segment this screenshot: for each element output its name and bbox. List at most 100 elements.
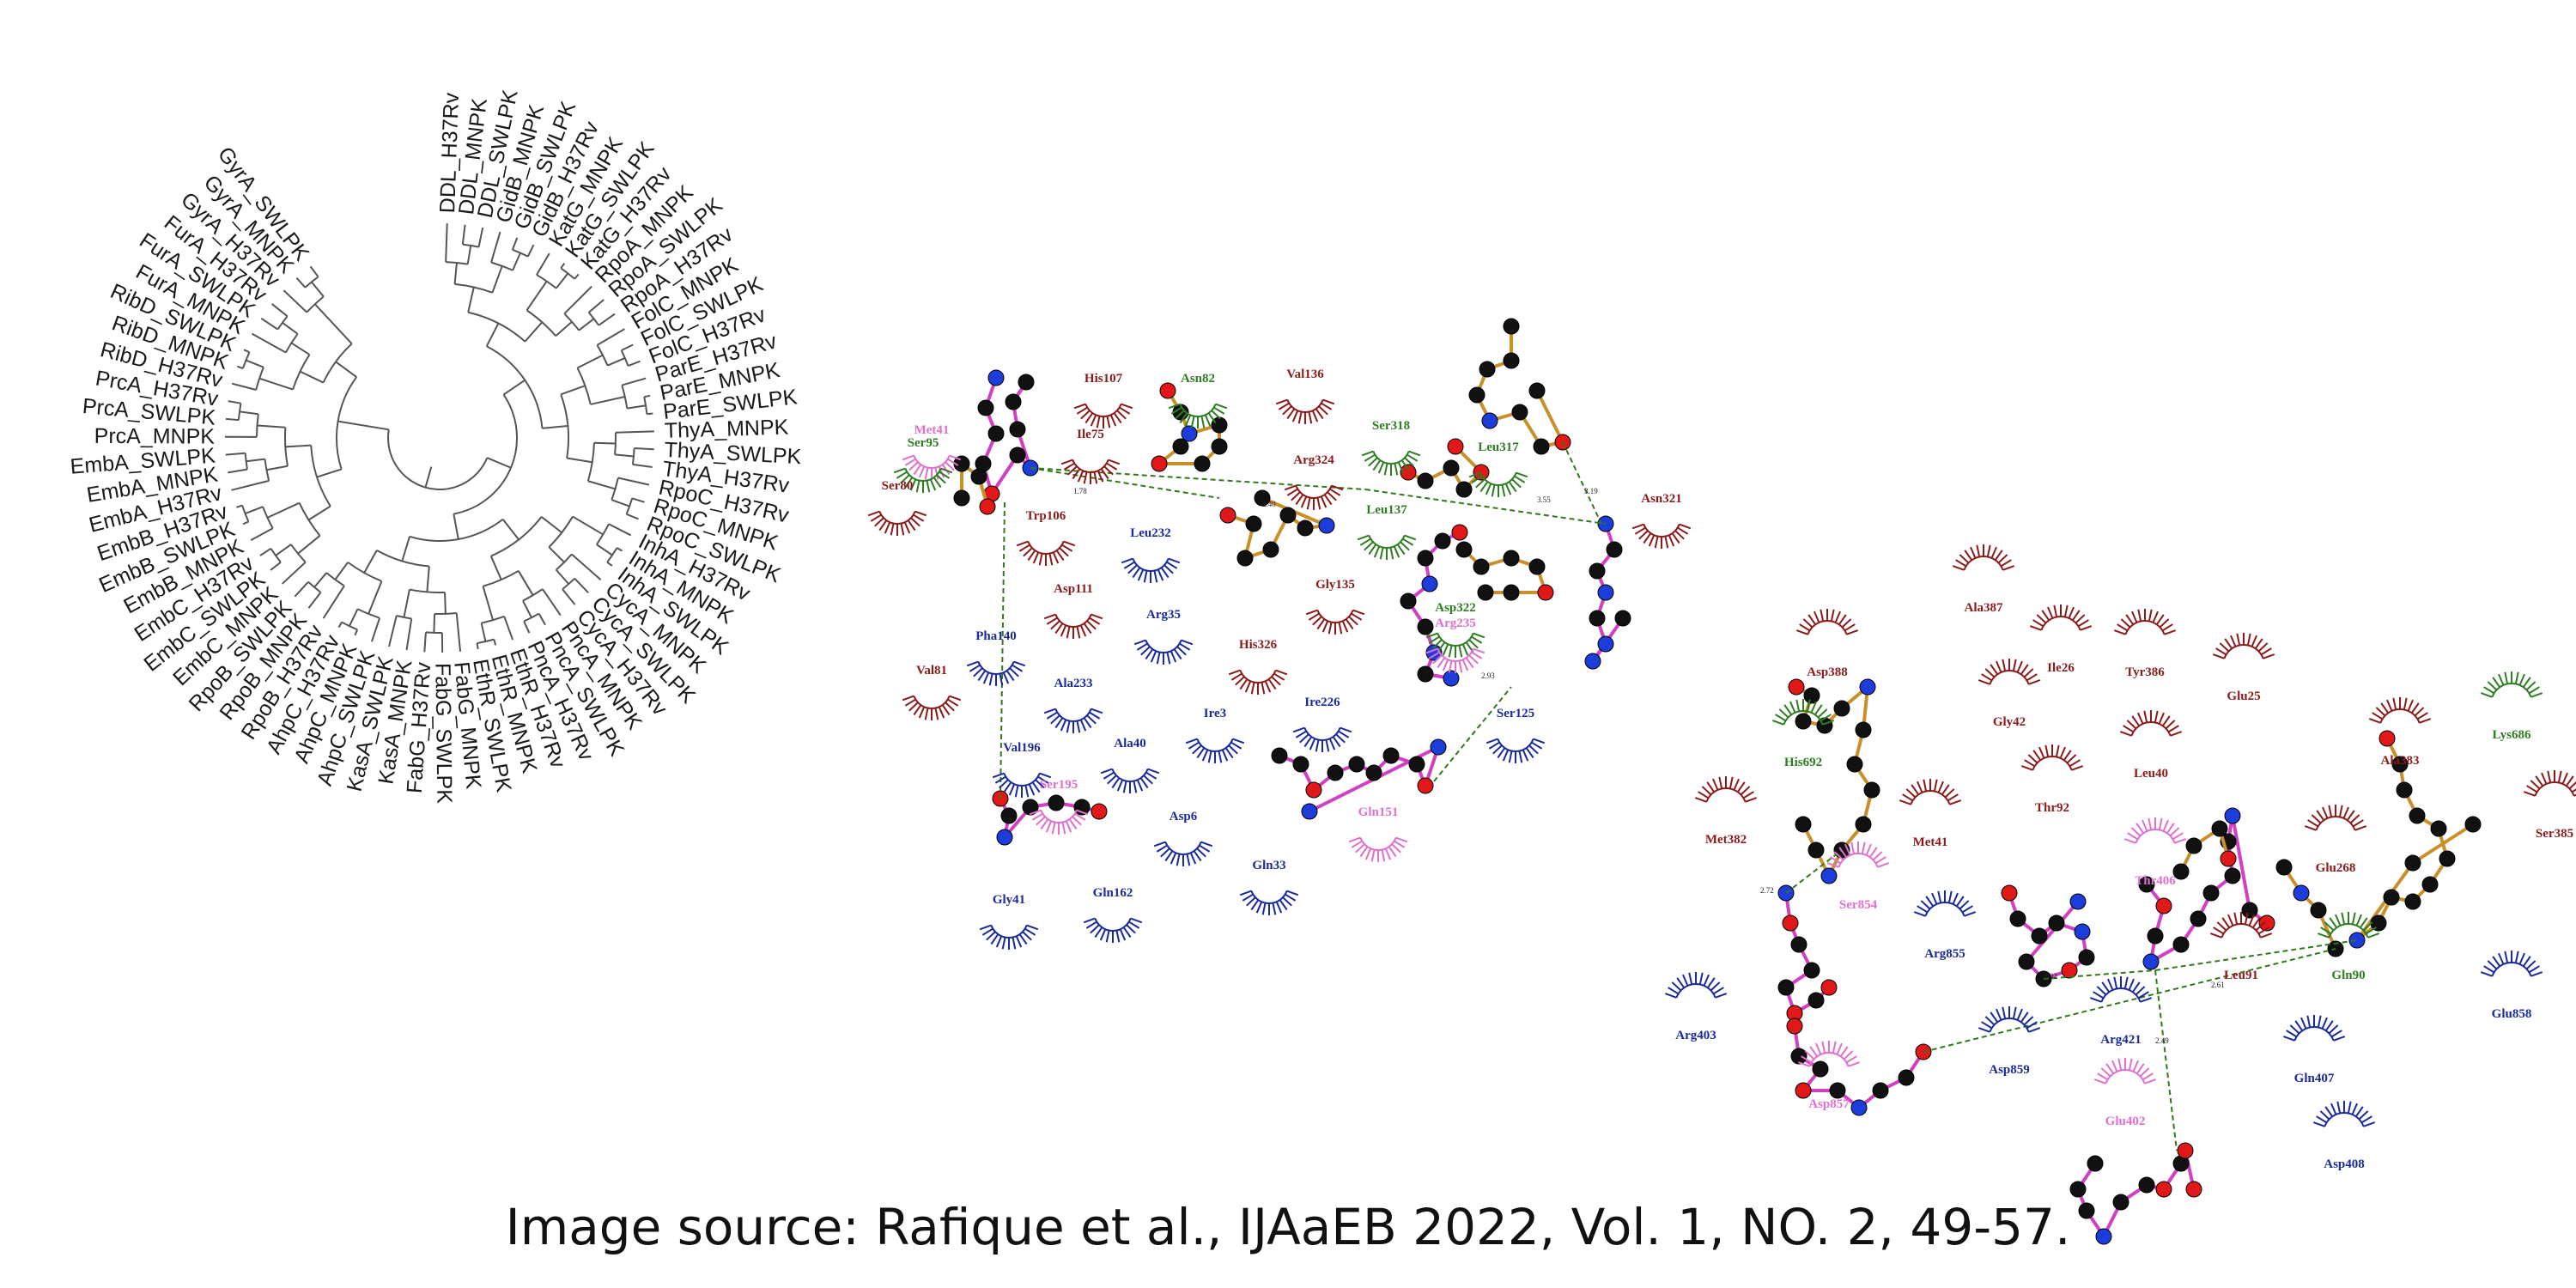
tree-branch bbox=[563, 285, 592, 315]
hydrophobic-contact-tick bbox=[1383, 463, 1388, 476]
hydrophobic-contact-tick bbox=[1147, 768, 1160, 775]
tree-branch bbox=[349, 608, 359, 627]
hydrophobic-contact-tick bbox=[2244, 912, 2249, 925]
hydrophobic-contact-tick bbox=[1083, 471, 1088, 484]
hydrophobic-contact-tick bbox=[949, 454, 962, 461]
oxygen-atom bbox=[2061, 962, 2078, 979]
tree-branch bbox=[401, 536, 411, 562]
tree-branch bbox=[611, 477, 619, 501]
hydrophobic-contact-tick bbox=[1742, 791, 1754, 799]
tree-branch bbox=[574, 273, 580, 280]
hydrophobic-contact-tick bbox=[2120, 618, 2131, 629]
hydrophobic-contact-tick bbox=[1050, 714, 1060, 725]
hbond-distance-label: 3.19 bbox=[1584, 487, 1598, 495]
hydrophobic-contact-tick bbox=[2127, 832, 2139, 841]
residue-label: Ser385 bbox=[2536, 827, 2573, 841]
hydrophobic-contact-tick bbox=[1492, 744, 1503, 755]
hydrophobic-contact-tick bbox=[2316, 810, 2325, 821]
tree-branch bbox=[476, 642, 479, 650]
tree-branch bbox=[281, 562, 307, 585]
hydrophobic-contact-tick bbox=[1048, 553, 1054, 566]
hydrophobic-contact-tick bbox=[1461, 643, 1469, 656]
hydrophobic-contact-tick bbox=[1814, 704, 1823, 715]
hydrophobic-contact-tick bbox=[1323, 494, 1333, 506]
carbon-atom bbox=[1855, 721, 1872, 738]
hydrophobic-contact-tick bbox=[1175, 410, 1185, 420]
hydrophobic-contact-tick bbox=[2071, 610, 2081, 621]
hydrophobic-contact-tick bbox=[1145, 771, 1157, 780]
hydrophobic-contact-tick bbox=[1815, 1042, 1822, 1055]
carbon-atom bbox=[1417, 472, 1434, 489]
hydrophobic-contact-arc bbox=[1054, 614, 1092, 628]
hydrophobic-contact-tick bbox=[1801, 1055, 1813, 1064]
tree-branch bbox=[363, 550, 378, 574]
hydrophobic-contact-tick bbox=[2032, 750, 2042, 761]
hydrophobic-contact-tick bbox=[1139, 777, 1149, 789]
hydrophobic-contact-arc bbox=[1164, 841, 1202, 855]
hydrophobic-contact-tick bbox=[1351, 840, 1363, 848]
hydrophobic-contact-tick bbox=[1806, 699, 1811, 712]
hydrophobic-contact-tick bbox=[913, 513, 925, 522]
hydrophobic-contact-tick bbox=[1937, 890, 1942, 903]
oxygen-atom bbox=[1537, 584, 1554, 601]
residue-label: Asp322 bbox=[1435, 601, 1476, 615]
tree-branch bbox=[314, 303, 353, 344]
hydrophobic-contact-tick bbox=[2317, 933, 2330, 939]
hydrophobic-contact-tick bbox=[1990, 1012, 1999, 1023]
hydrophobic-contact-tick bbox=[1136, 779, 1144, 792]
hydrophobic-contact-tick bbox=[1745, 797, 1758, 803]
hydrophobic-contact-tick bbox=[1308, 411, 1313, 424]
hydrophobic-contact-tick bbox=[1250, 682, 1255, 695]
tree-branch bbox=[598, 313, 616, 326]
hydrophobic-contact-tick bbox=[1978, 1027, 1990, 1033]
hydrophobic-contact-tick bbox=[1093, 471, 1098, 484]
carbon-atom bbox=[2069, 1181, 2087, 1198]
hydrophobic-contact-tick bbox=[1086, 620, 1097, 630]
hydrophobic-contact-tick bbox=[2137, 609, 2142, 622]
hydrophobic-contact-tick bbox=[1838, 847, 1848, 858]
hydrophobic-contact-tick bbox=[2027, 754, 2038, 764]
hydrophobic-contact-tick bbox=[1160, 848, 1170, 858]
hydrophobic-contact-tick bbox=[2123, 976, 2129, 989]
carbon-atom bbox=[1000, 807, 1018, 824]
oxygen-atom bbox=[1400, 464, 1417, 481]
hydrophobic-contact-tick bbox=[934, 708, 939, 720]
carbon-atom bbox=[1443, 459, 1460, 477]
hbond-distance-label: 3.02 bbox=[2044, 972, 2057, 981]
residue-label: Leu317 bbox=[1478, 440, 1519, 454]
hydrophobic-contact-tick bbox=[1373, 545, 1381, 558]
hydrophobic-contact-tick bbox=[1836, 1042, 1843, 1055]
hydrophobic-contact-tick bbox=[2312, 1121, 2325, 1127]
carbon-atom bbox=[1503, 584, 1520, 601]
hydrophobic-contact-tick bbox=[2125, 614, 2135, 625]
hydrophobic-contact-arc bbox=[2223, 644, 2264, 659]
hydrophobic-contact-tick bbox=[2483, 965, 2495, 974]
hydrophobic-contact-tick bbox=[1143, 570, 1148, 583]
hydrophobic-contact-tick bbox=[2159, 618, 2170, 629]
hydrophobic-contact-tick bbox=[2119, 731, 2132, 737]
hydrophobic-contact-tick bbox=[1638, 530, 1649, 540]
hydrophobic-contact-tick bbox=[1834, 611, 1841, 623]
hydrophobic-contact-tick bbox=[1868, 847, 1878, 858]
tree-branch bbox=[250, 527, 274, 541]
tree-branch bbox=[587, 480, 616, 490]
tree-branch bbox=[426, 566, 430, 592]
oxygen-atom bbox=[1451, 524, 1468, 541]
hydrophobic-contact-arc bbox=[1838, 853, 1879, 868]
hydrophobic-contact-arc bbox=[1808, 1052, 1850, 1067]
hydrophobic-contact-tick bbox=[1275, 901, 1283, 914]
hydrophobic-contact-tick bbox=[2307, 819, 2319, 828]
hydrophobic-contact-tick bbox=[2216, 921, 2227, 932]
hydrophobic-contact-tick bbox=[1814, 611, 1820, 623]
hydrophobic-contact-tick bbox=[1299, 733, 1309, 744]
hydrophobic-contact-tick bbox=[2498, 952, 2505, 965]
tree-branch bbox=[571, 553, 602, 580]
hydrophobic-contact-tick bbox=[2077, 619, 2089, 628]
carbon-atom bbox=[1005, 393, 1022, 410]
hydrophobic-contact-tick bbox=[1325, 739, 1330, 752]
tree-branch bbox=[285, 444, 312, 448]
hydrophobic-contact-arc bbox=[1286, 399, 1324, 413]
hydrophobic-contact-tick bbox=[2324, 1020, 2334, 1031]
tree-branch bbox=[244, 453, 248, 470]
carbon-atom bbox=[977, 399, 994, 416]
